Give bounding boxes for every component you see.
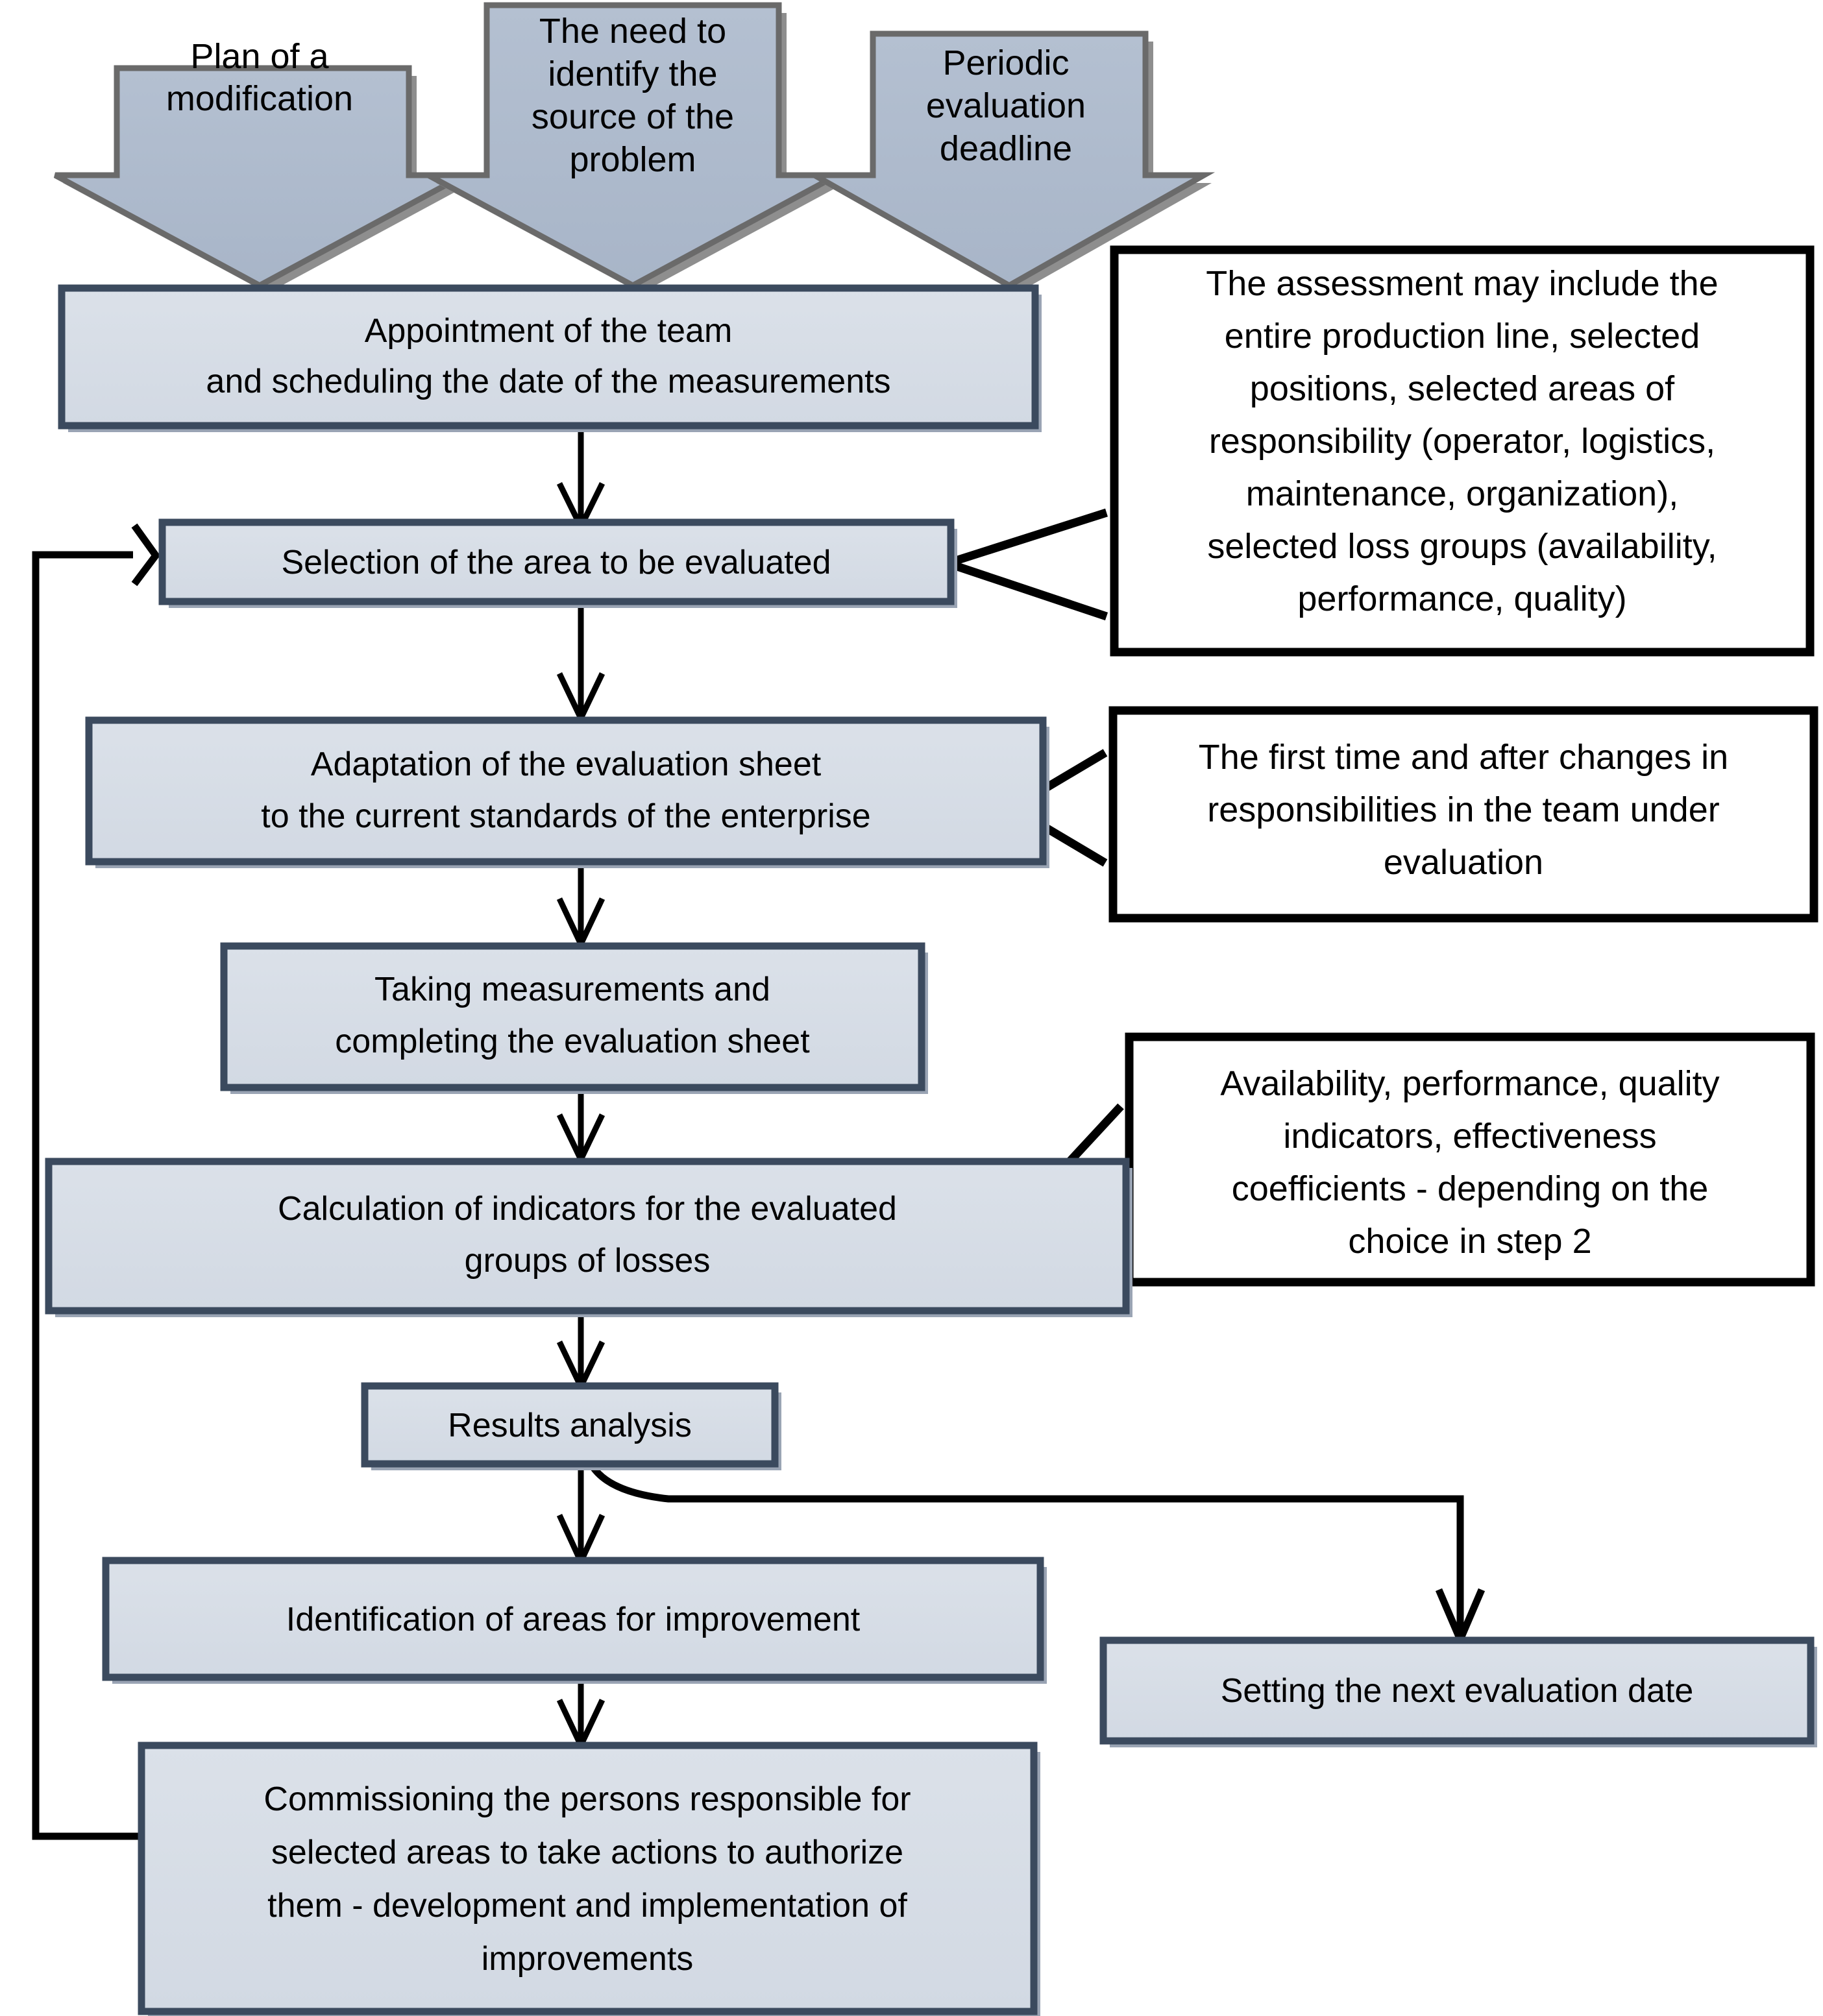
- step-commissioning-line-1: selected areas to take actions to author…: [271, 1834, 903, 1871]
- input-arrow-periodic-line-1: evaluation: [926, 86, 1086, 125]
- step-appointment-line-1: and scheduling the date of the measureme…: [206, 363, 890, 400]
- callout-indicators-line-3: choice in step 2: [1348, 1222, 1591, 1261]
- step-adaptation-line-0: Adaptation of the evaluation sheet: [311, 746, 822, 783]
- callout-first-time-line-1: responsibilities in the team under: [1207, 790, 1719, 829]
- input-arrow-periodic: Periodic evaluation deadline: [803, 30, 1216, 293]
- input-arrow-plan-line-1: modification: [166, 79, 353, 118]
- callout-assessment: The assessment may include the entire pr…: [1110, 245, 1815, 657]
- conn-adaptation-measurements: [556, 863, 606, 951]
- callout-first-time-line-2: evaluation: [1384, 843, 1543, 882]
- step-commissioning-line-0: Commissioning the persons responsible fo…: [263, 1780, 911, 1818]
- step-appointment[interactable]: Appointment of the team and scheduling t…: [58, 284, 1042, 432]
- input-arrow-problem-line-2: source of the: [532, 97, 734, 136]
- step-commissioning[interactable]: Commissioning the persons responsible fo…: [138, 1742, 1040, 2016]
- callout-indicators-line-2: coefficients - depending on the: [1232, 1169, 1709, 1208]
- callout-assessment-line-0: The assessment may include the: [1206, 264, 1718, 303]
- callout-indicators-line-1: indicators, effectiveness: [1283, 1117, 1656, 1156]
- step-selection[interactable]: Selection of the area to be evaluated: [158, 518, 957, 608]
- input-arrow-plan-line-0: Plan of a: [190, 37, 329, 76]
- callout-first-time: The first time and after changes in resp…: [1108, 706, 1818, 923]
- input-arrow-plan: Plan of a modification: [53, 37, 472, 293]
- callout-assessment-line-2: positions, selected areas of: [1250, 369, 1675, 408]
- step-adaptation-line-1: to the current standards of the enterpri…: [261, 797, 870, 835]
- input-arrow-periodic-line-2: deadline: [940, 129, 1072, 168]
- callout-assessment-line-6: performance, quality): [1297, 579, 1626, 618]
- step-commissioning-line-2: them - development and implementation of: [267, 1887, 907, 1925]
- step-measurements-line-1: completing the evaluation sheet: [335, 1023, 810, 1060]
- conn-appointment-selection: [556, 428, 606, 534]
- step-next-date-line-0: Setting the next evaluation date: [1221, 1672, 1694, 1710]
- conn-calculation-results: [556, 1311, 606, 1394]
- step-next-date[interactable]: Setting the next evaluation date: [1099, 1636, 1817, 1747]
- callout-assessment-line-4: maintenance, organization),: [1246, 474, 1678, 513]
- callout-assessment-line-3: responsibility (operator, logistics,: [1209, 422, 1715, 461]
- step-calculation[interactable]: Calculation of indicators for the evalua…: [45, 1158, 1132, 1317]
- step-calculation-line-0: Calculation of indicators for the evalua…: [278, 1190, 897, 1228]
- input-arrow-problem: The need to identify the source of the p…: [426, 2, 845, 293]
- conn-identification-commissioning: [556, 1674, 606, 1753]
- callout-indicators: Availability, performance, quality indic…: [1125, 1032, 1815, 1287]
- step-commissioning-line-3: improvements: [482, 1940, 694, 1978]
- step-selection-line-0: Selection of the area to be evaluated: [281, 544, 831, 581]
- step-measurements-line-0: Taking measurements and: [374, 971, 770, 1008]
- input-arrow-problem-line-3: problem: [569, 140, 696, 179]
- step-identification-line-0: Identification of areas for improvement: [286, 1601, 861, 1638]
- callout-first-time-line-0: The first time and after changes in: [1199, 738, 1728, 777]
- step-adaptation[interactable]: Adaptation of the evaluation sheet to th…: [85, 716, 1049, 868]
- step-calculation-line-1: groups of losses: [465, 1242, 711, 1280]
- input-arrow-periodic-line-0: Periodic: [942, 43, 1069, 82]
- step-appointment-line-0: Appointment of the team: [365, 312, 733, 350]
- callout-assessment-line-5: selected loss groups (availability,: [1207, 527, 1717, 566]
- input-arrow-problem-line-0: The need to: [539, 12, 726, 51]
- callout-assessment-line-1: entire production line, selected: [1225, 317, 1700, 356]
- step-identification[interactable]: Identification of areas for improvement: [102, 1557, 1047, 1684]
- callout-indicators-line-0: Availability, performance, quality: [1220, 1064, 1719, 1103]
- conn-measurements-calculation: [556, 1089, 606, 1167]
- conn-feedback-loop: [32, 523, 160, 1840]
- input-arrow-problem-line-1: identify the: [548, 55, 717, 93]
- callout-pointer-assessment: [934, 508, 1108, 621]
- step-results[interactable]: Results analysis: [361, 1382, 781, 1470]
- step-results-line-0: Results analysis: [448, 1407, 692, 1444]
- conn-selection-adaptation: [556, 603, 606, 725]
- step-measurements[interactable]: Taking measurements and completing the e…: [220, 942, 928, 1094]
